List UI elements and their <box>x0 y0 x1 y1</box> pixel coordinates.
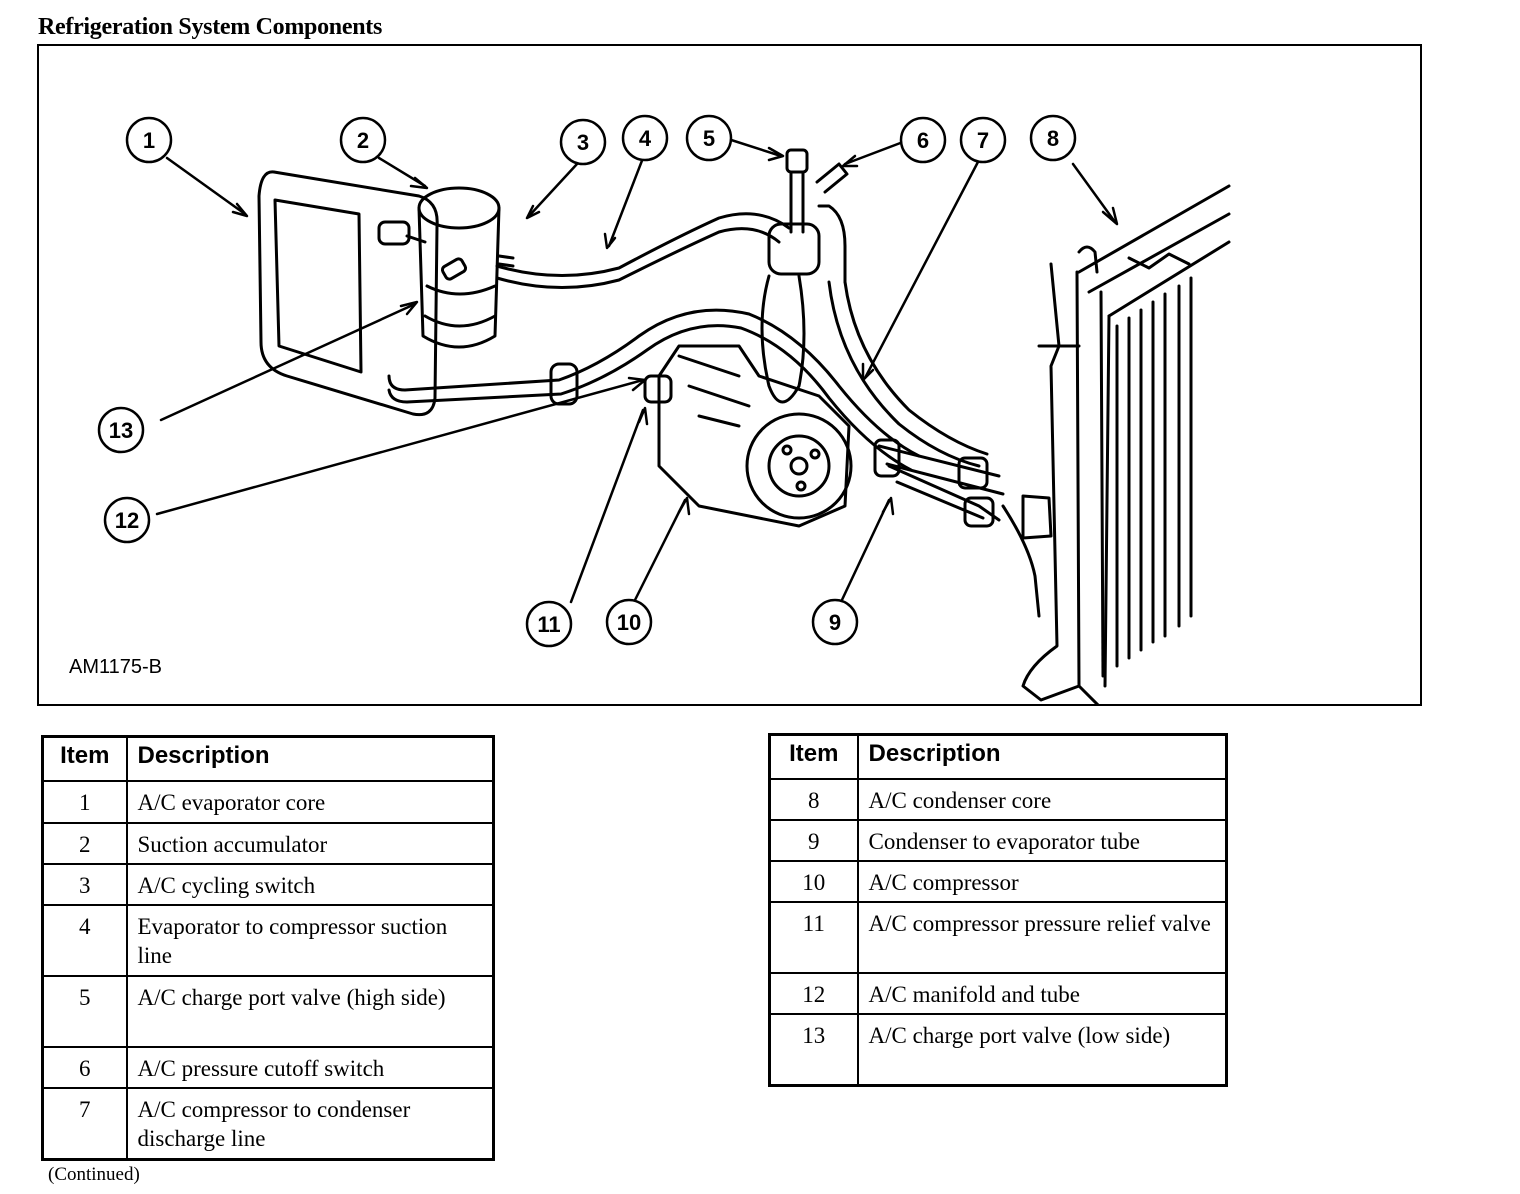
item-description: A/C cycling switch <box>125 863 495 906</box>
charge-port-drawing <box>767 148 849 276</box>
callout-6: 6 <box>899 116 947 164</box>
callout-8: 8 <box>1029 114 1077 162</box>
callout-3: 3 <box>559 118 607 166</box>
item-number: 2 <box>41 822 128 865</box>
item-number: 7 <box>41 1087 128 1160</box>
svg-text:13: 13 <box>109 418 133 443</box>
item-description: A/C pressure cutoff switch <box>125 1046 495 1089</box>
compressor-drawing <box>643 344 853 528</box>
item-description: A/C manifold and tube <box>856 972 1228 1015</box>
table-header-row: Item Description <box>768 733 1228 780</box>
item-number: 1 <box>41 780 128 824</box>
item-description: A/C evaporator core <box>125 780 495 824</box>
callout-markers: 1 2 3 4 5 6 7 8 9 10 11 12 13 <box>97 114 1077 648</box>
callout-7: 7 <box>959 116 1007 164</box>
callout-10: 10 <box>605 598 653 646</box>
svg-text:10: 10 <box>617 610 641 635</box>
item-description: Suction accumulator <box>125 822 495 865</box>
page-title: Refrigeration System Components <box>38 14 382 40</box>
item-description: Evaporator to compressor suction line <box>125 904 495 977</box>
callout-9: 9 <box>811 598 859 646</box>
item-number: 8 <box>768 778 859 821</box>
svg-text:12: 12 <box>115 508 139 533</box>
item-header: Item <box>41 735 128 782</box>
item-header: Item <box>768 733 859 780</box>
item-number: 5 <box>41 975 128 1048</box>
callout-5: 5 <box>685 114 733 162</box>
condenser-drawing <box>1001 184 1231 704</box>
item-number: 12 <box>768 972 859 1015</box>
item-number: 6 <box>41 1046 128 1089</box>
item-description: A/C compressor to condenser discharge li… <box>125 1087 495 1160</box>
svg-text:2: 2 <box>357 128 369 153</box>
callout-2: 2 <box>339 116 387 164</box>
suction-line-drawing <box>495 212 791 277</box>
figure-code: AM1175-B <box>69 656 163 678</box>
callout-11: 11 <box>525 600 573 648</box>
svg-text:1: 1 <box>143 128 155 153</box>
item-description: A/C condenser core <box>856 778 1228 821</box>
item-description: A/C charge port valve (low side) <box>856 1013 1228 1086</box>
evaporator-core-drawing <box>257 170 439 417</box>
item-number: 10 <box>768 860 859 903</box>
item-description: A/C compressor <box>856 860 1228 903</box>
callout-leaders <box>155 136 1119 604</box>
accumulator-drawing <box>417 186 515 349</box>
svg-text:9: 9 <box>829 610 841 635</box>
diagram-illustration: 1 2 3 4 5 6 7 8 9 10 11 12 13 <box>97 114 1231 704</box>
svg-text:7: 7 <box>977 128 989 153</box>
svg-text:8: 8 <box>1047 126 1059 151</box>
item-number: 4 <box>41 904 128 977</box>
svg-text:4: 4 <box>639 126 652 151</box>
continued-note: (Continued) <box>48 1164 140 1185</box>
component-diagram: 1 2 3 4 5 6 7 8 9 10 11 12 13 AM1175-B <box>37 44 1422 706</box>
item-description: A/C charge port valve (high side) <box>125 975 495 1048</box>
description-header: Description <box>856 733 1228 780</box>
item-number: 13 <box>768 1013 859 1086</box>
description-header: Description <box>125 735 495 782</box>
table-header-row: Item Description <box>41 735 495 782</box>
callout-12: 12 <box>103 496 151 544</box>
item-number: 11 <box>768 901 859 974</box>
callout-1: 1 <box>125 116 173 164</box>
svg-text:3: 3 <box>577 130 589 155</box>
item-description: Condenser to evaporator tube <box>856 819 1228 862</box>
callout-13: 13 <box>97 406 145 454</box>
item-number: 9 <box>768 819 859 862</box>
callout-4: 4 <box>621 114 669 162</box>
svg-text:11: 11 <box>537 612 560 637</box>
item-number: 3 <box>41 863 128 906</box>
item-description: A/C compressor pressure relief valve <box>856 901 1228 974</box>
svg-text:6: 6 <box>917 128 929 153</box>
svg-text:5: 5 <box>703 126 715 151</box>
